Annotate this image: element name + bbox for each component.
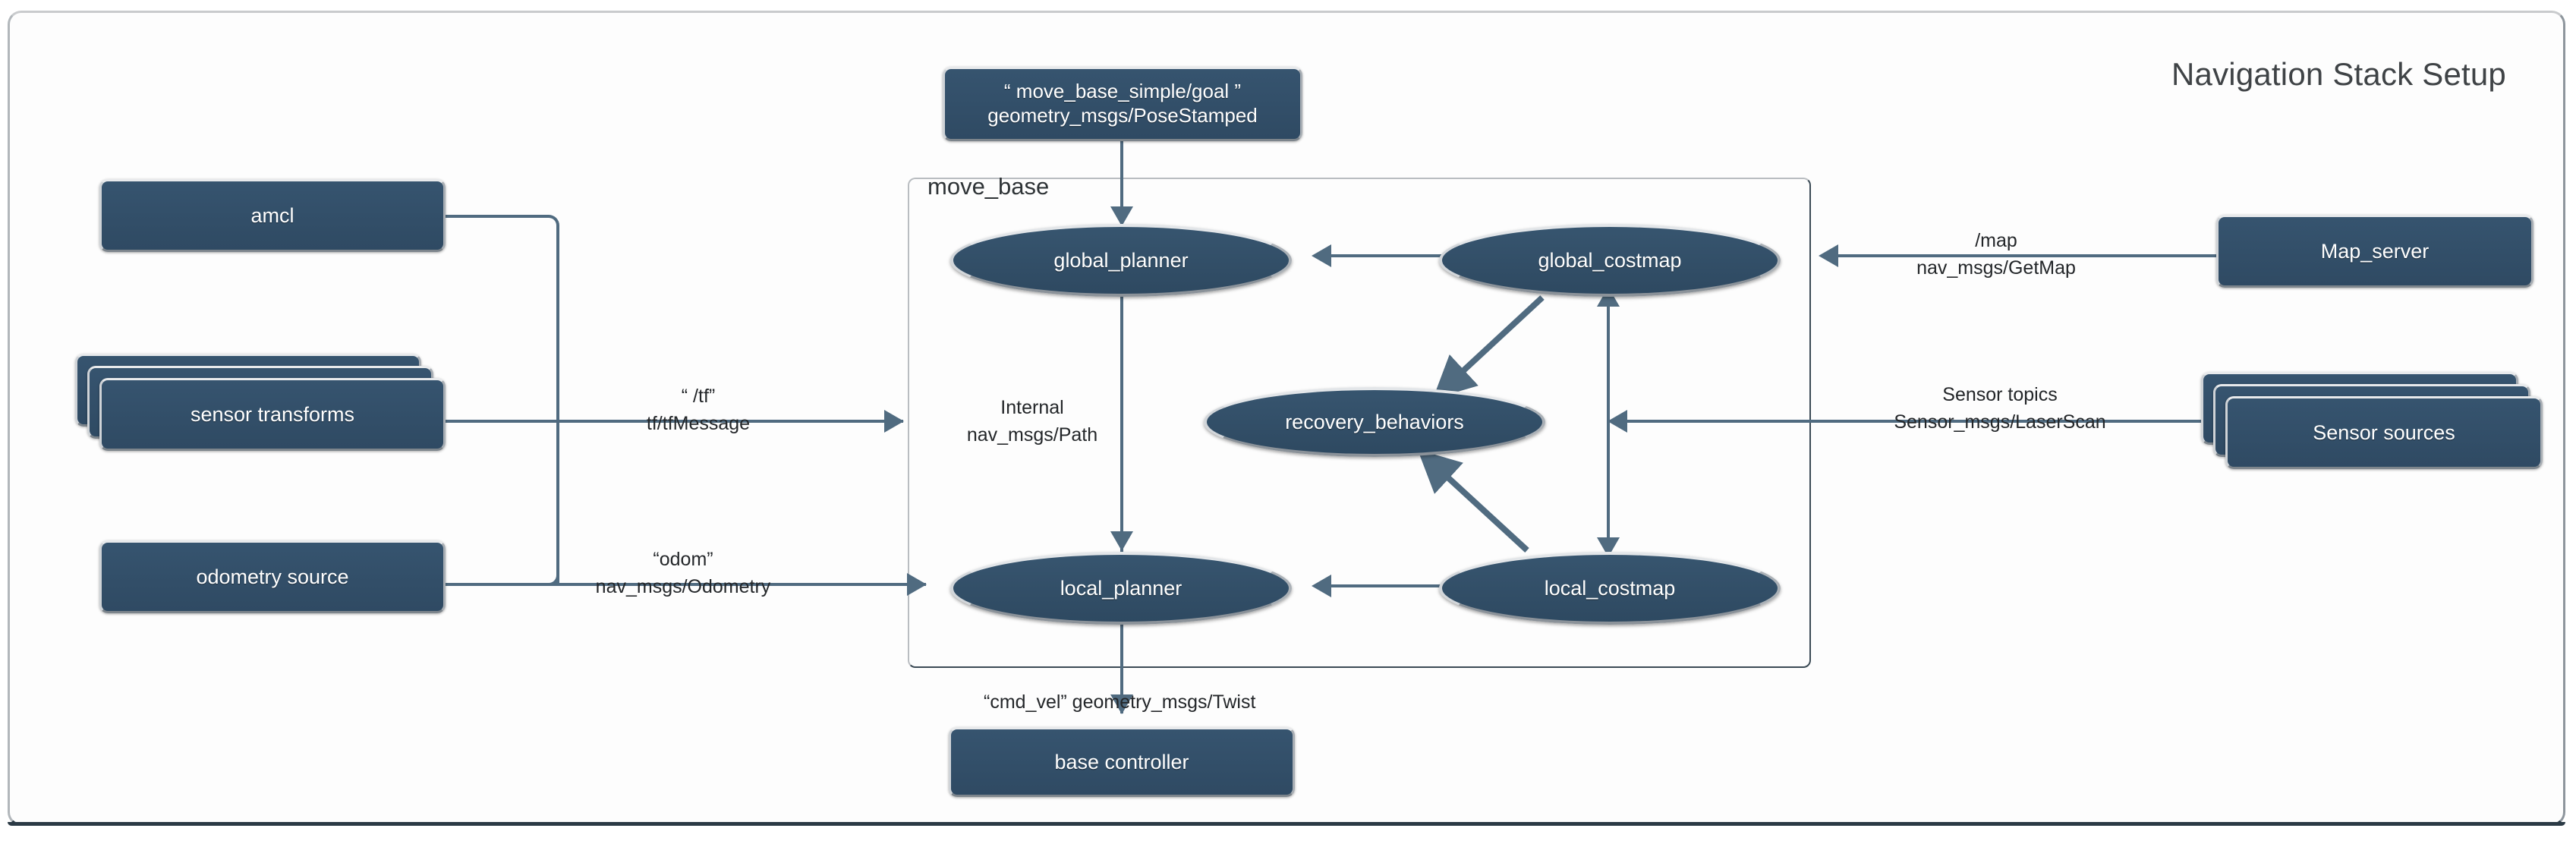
arrowhead-global-to-local-planner — [1110, 531, 1133, 551]
node-sensor-transforms[interactable]: sensor transforms — [99, 378, 446, 451]
node-local-planner[interactable]: local_planner — [950, 552, 1292, 625]
connector-goal-to-global-planner — [1120, 140, 1123, 228]
arrowhead-global-costmap-to-global-planner — [1312, 244, 1331, 267]
connector-local-planner-to-base-controller — [1120, 611, 1123, 713]
edge-label-sensor-topics: Sensor topics Sensor_msgs/LaserScan — [1894, 384, 2106, 433]
connector-sensor-sources-to-costmaps — [1624, 420, 2224, 423]
node-map-server[interactable]: Map_server — [2216, 215, 2533, 288]
node-sensor-sources-label: Sensor sources — [2313, 420, 2455, 444]
connector-global-costmap-to-global-planner — [1328, 254, 1442, 257]
edge-label-tf: “ /tf” tf/tfMessage — [646, 386, 751, 434]
arrowhead-tf-to-move-base — [884, 410, 904, 433]
arrowhead-local-planner-to-base-controller — [1110, 694, 1133, 714]
node-sensor-sources[interactable]: Sensor sources — [2225, 396, 2543, 469]
connector-tf-to-move-base — [558, 420, 903, 423]
node-goal-line2: geometry_msgs/PoseStamped — [987, 104, 1258, 127]
edge-label-internal-path: Internal nav_msgs/Path — [966, 397, 1098, 446]
arrowhead-map-to-global-costmap — [1819, 244, 1838, 267]
connector-amcl-elbow — [523, 215, 559, 251]
node-odometry-source[interactable]: odometry source — [99, 540, 446, 613]
arrowhead-sensor-to-costmaps — [1608, 410, 1627, 433]
arrowhead-odom-to-local-planner — [907, 573, 927, 596]
move-base-container — [908, 178, 1811, 668]
node-map-server-label: Map_server — [2320, 239, 2430, 263]
edge-label-odom: “odom” nav_msgs/Odometry — [595, 549, 771, 597]
arrowhead-goal-to-global-planner — [1110, 206, 1133, 226]
connector-odometry-elbow — [523, 550, 559, 586]
node-odometry-source-label: odometry source — [196, 565, 349, 588]
node-sensor-transforms-label: sensor transforms — [190, 402, 355, 426]
connector-sensor-transforms-out — [442, 420, 564, 423]
node-local-costmap[interactable]: local_costmap — [1439, 552, 1781, 625]
arrowhead-local-costmap-to-local-planner — [1312, 575, 1331, 597]
connector-local-costmap-to-local-planner — [1328, 584, 1442, 587]
node-goal-topic[interactable]: “ move_base_simple/goal ” geometry_msgs/… — [943, 67, 1302, 141]
node-local-costmap-label: local_costmap — [1544, 576, 1676, 600]
node-amcl-label: amcl — [250, 203, 294, 227]
edge-label-map: /map nav_msgs/GetMap — [1916, 230, 2076, 279]
node-base-controller-label: base controller — [1054, 750, 1189, 773]
connector-global-to-local-planner — [1120, 294, 1123, 553]
node-global-costmap[interactable]: global_costmap — [1439, 224, 1781, 297]
connector-bus-vertical — [556, 243, 559, 584]
node-local-planner-label: local_planner — [1060, 576, 1183, 600]
connector-amcl-out — [442, 215, 541, 218]
node-global-costmap-label: global_costmap — [1538, 248, 1682, 272]
node-recovery-behaviors[interactable]: recovery_behaviors — [1204, 387, 1545, 457]
node-global-planner-label: global_planner — [1053, 248, 1189, 272]
edge-label-cmd-vel: “cmd_vel” geometry_msgs/Twist — [984, 691, 1256, 713]
node-amcl[interactable]: amcl — [99, 179, 446, 252]
page-title: Navigation Stack Setup — [2171, 56, 2506, 92]
node-goal-line1: “ move_base_simple/goal ” — [1003, 80, 1242, 103]
connector-odom-to-local-planner — [558, 583, 926, 586]
node-base-controller[interactable]: base controller — [949, 727, 1295, 797]
node-global-planner[interactable]: global_planner — [950, 224, 1292, 297]
node-recovery-behaviors-label: recovery_behaviors — [1285, 410, 1464, 433]
connector-odometry-out — [442, 583, 560, 586]
connector-map-server-to-global-costmap — [1835, 254, 2237, 257]
move-base-label: move_base — [927, 173, 1050, 200]
